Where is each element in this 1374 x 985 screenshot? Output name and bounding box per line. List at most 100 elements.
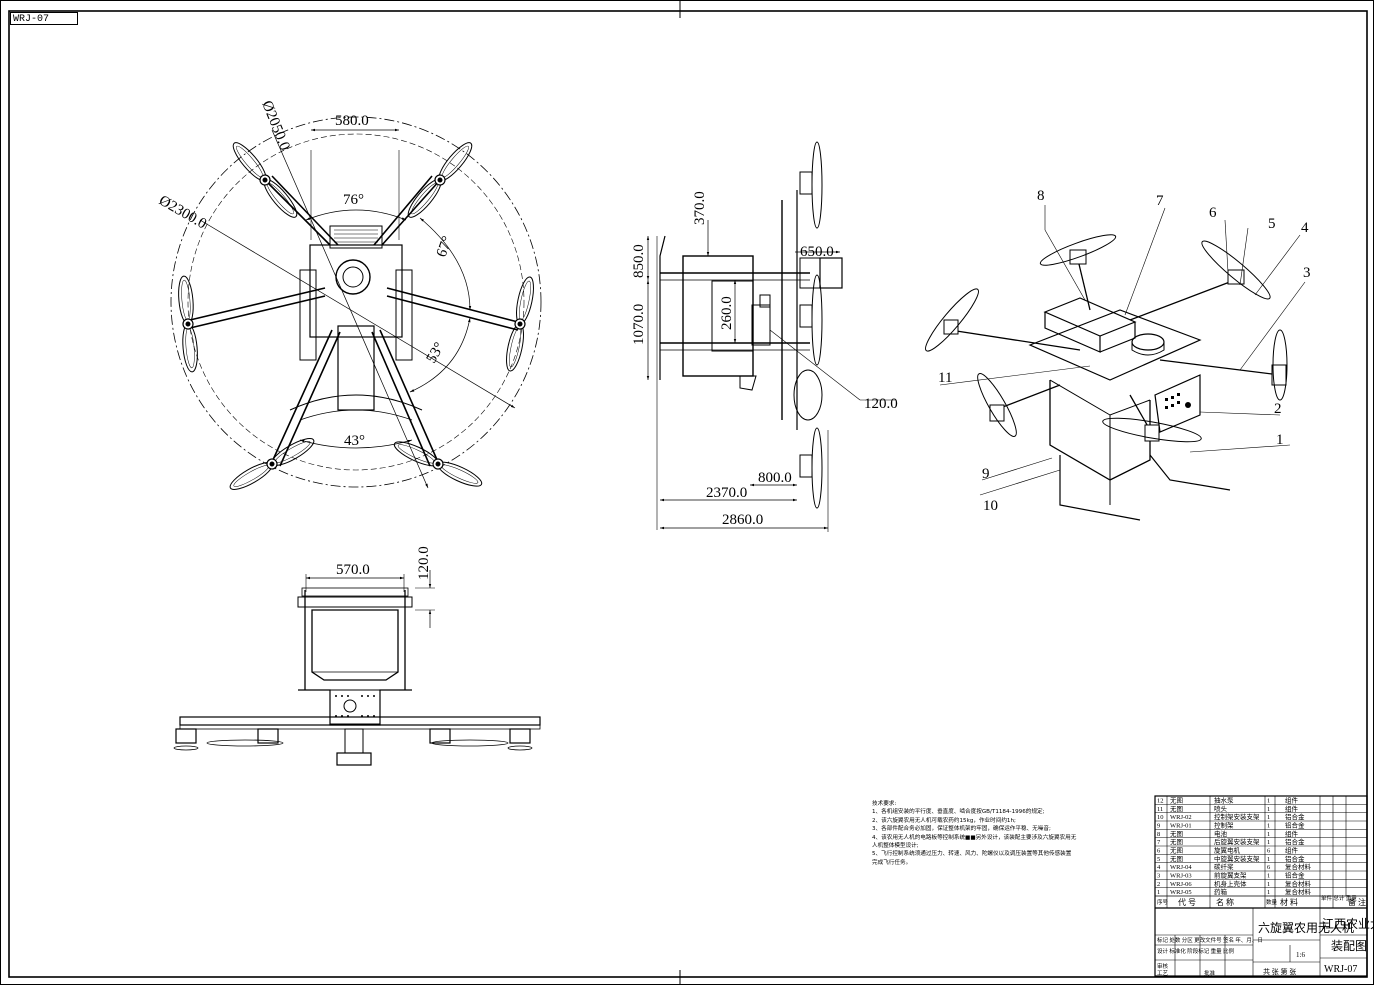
bom-cell-code: WRJ-05 (1170, 889, 1192, 896)
dim-370: 370.0 (692, 191, 708, 225)
drawing-number-tag: WRJ-07 (10, 12, 78, 25)
company-name: 江西农业大学 (1322, 916, 1374, 931)
bom-cell-material: 组件 (1285, 804, 1299, 813)
note-line: 4、该农用无人机的电路板等控制系统■■另外设计，该装配主要涉及六旋翼农用无 (872, 834, 1077, 841)
dim-260: 260.0 (719, 296, 735, 330)
bom-cell-code: WRJ-02 (1170, 814, 1192, 821)
title-block: 六旋翼农用无人机 江西农业大学 装配图 WRJ-07 1:6 标记 处数 分区 … (1157, 916, 1374, 977)
dim-dia-2050: Ø2050.0 (258, 99, 292, 153)
bom-cell-code: 无图 (1170, 838, 1183, 846)
bom-cell-name: 控制架安装支架 (1214, 812, 1260, 821)
dim-1070: 1070.0 (631, 304, 647, 345)
bom-h-name: 名 称 (1216, 897, 1234, 907)
drawing-type: 装配图 (1331, 939, 1367, 953)
bom-cell-qty: 1 (1267, 873, 1270, 880)
bom-cell-no: 5 (1157, 856, 1160, 863)
balloon-11: 11 (938, 370, 952, 386)
bom-cell-code: 无图 (1170, 847, 1183, 855)
balloon-5: 5 (1268, 216, 1276, 232)
bom-cell-code: 无图 (1170, 855, 1183, 863)
technical-notes: 技术要求: 1、各机组安装的平行度、垂直度、啮合度按GB/T1184-1996的… (872, 800, 1092, 867)
dim-570: 570.0 (336, 562, 370, 578)
bom-header: 序号 代 号 名 称 数量 材 料 单件 总计 重量 备 注 (1157, 894, 1366, 907)
dim-2860: 2860.0 (722, 512, 763, 528)
bom-cell-no: 2 (1157, 881, 1160, 888)
note-line: 完成飞行任务。 (872, 859, 912, 866)
bom-cell-no: 9 (1157, 823, 1160, 830)
bom-cell-material: 铝合金 (1285, 871, 1305, 880)
top-view-dimension-labels: 580.0 Ø2050.0 Ø2300.0 76° 67° 53° 43° (156, 99, 456, 449)
bom-cell-code: 无图 (1170, 805, 1183, 813)
note-line: 5、飞行控制系统须通过压力、转速、风力、陀螺仪以及调压装置等其他传感装置 (872, 851, 1072, 858)
balloon-8: 8 (1037, 188, 1045, 204)
bom-cell-no: 8 (1157, 831, 1160, 838)
approve-label: 批准 (1204, 969, 1216, 977)
bom-h-material: 材 料 (1280, 897, 1298, 907)
bom-cell-no: 4 (1157, 864, 1161, 871)
dim-angle-67: 67° (434, 234, 456, 259)
bom-cell-no: 11 (1157, 806, 1163, 813)
bom-cell-code: 无图 (1170, 830, 1183, 838)
dim-front-120: 120.0 (416, 546, 432, 580)
balloon-2: 2 (1274, 401, 1282, 417)
balloon-7: 7 (1156, 193, 1164, 209)
bom-cell-code: 无图 (1170, 797, 1183, 805)
bom-cell-qty: 1 (1267, 856, 1270, 863)
bom-cell-name: 电池 (1214, 829, 1228, 838)
bom-cell-qty: 1 (1267, 881, 1270, 888)
bom-cell-material: 铝合金 (1285, 854, 1305, 863)
bom-cell-qty: 1 (1267, 823, 1270, 830)
part-balloons: 8 7 6 5 4 3 2 1 11 9 10 (938, 188, 1311, 514)
bom-cell-material: 组件 (1285, 846, 1299, 855)
bom-h-remark: 备 注 (1348, 897, 1366, 907)
bom-cell-material: 铝合金 (1285, 837, 1305, 846)
bom-cell-name: 机身上壳体 (1214, 879, 1247, 888)
sheet-count: 共 张 第 张 (1263, 967, 1296, 976)
bom-cell-code: WRJ-03 (1170, 873, 1192, 880)
bom-cell-name: 中旋翼安装支架 (1214, 854, 1260, 863)
bom-cell-qty: 1 (1267, 889, 1270, 896)
bom-cell-material: 铝合金 (1285, 812, 1305, 821)
bom-cell-no: 1 (1157, 889, 1160, 896)
front-view-dimension-labels: 570.0 120.0 (336, 546, 432, 580)
dim-dia-2300: Ø2300.0 (156, 193, 209, 233)
dim-650: 650.0 (800, 244, 834, 260)
bom-cell-qty: 1 (1267, 814, 1270, 821)
bom-cell-no: 12 (1157, 798, 1164, 805)
bom-h-weight: 单件 总计 重量 (1321, 894, 1357, 902)
bom-h-code: 代 号 (1178, 897, 1196, 907)
top-view (170, 116, 542, 495)
bom-cell-name: 药箱 (1214, 887, 1228, 896)
notes-title: 技术要求: (872, 801, 897, 807)
bom-cell-code: WRJ-04 (1170, 864, 1192, 871)
isometric-view (925, 205, 1306, 521)
balloon-10: 10 (983, 498, 998, 514)
note-line: 1、各机组安装的平行度、垂直度、啮合度按GB/T1184-1996的规定; (872, 809, 1045, 816)
bom-h-qty: 数量 (1266, 898, 1278, 906)
bom-cell-name: 碳纤桨 (1214, 862, 1234, 871)
balloon-4: 4 (1301, 220, 1309, 236)
bom-cell-qty: 6 (1267, 864, 1271, 871)
review-label: 审核 (1157, 962, 1169, 970)
note-line: 人机整体模型设计; (872, 843, 919, 850)
bom-cell-name: 抽水泵 (1214, 796, 1234, 805)
bom-cell-qty: 6 (1267, 848, 1271, 855)
rev-row: 标记 处数 分区 更改文件号 签名 年、月、日 (1157, 936, 1263, 944)
balloon-3: 3 (1303, 265, 1311, 281)
bom-cell-name: 喷头 (1214, 804, 1228, 813)
front-view (173, 570, 541, 766)
dim-850: 850.0 (631, 244, 647, 278)
process-label: 工艺 (1157, 970, 1169, 977)
bom-cell-material: 复合材料 (1285, 879, 1312, 888)
scale-value: 1:6 (1296, 951, 1305, 959)
dim-angle-53: 53° (424, 340, 448, 366)
bom-cell-no: 7 (1157, 839, 1161, 846)
dim-2370: 2370.0 (706, 485, 747, 501)
bom-cell-no: 10 (1157, 814, 1164, 821)
bom-cell-material: 铝合金 (1285, 821, 1305, 830)
bom-cell-name: 旋翼电机 (1214, 846, 1241, 855)
bom-cell-name: 后旋翼安装支架 (1214, 837, 1260, 846)
